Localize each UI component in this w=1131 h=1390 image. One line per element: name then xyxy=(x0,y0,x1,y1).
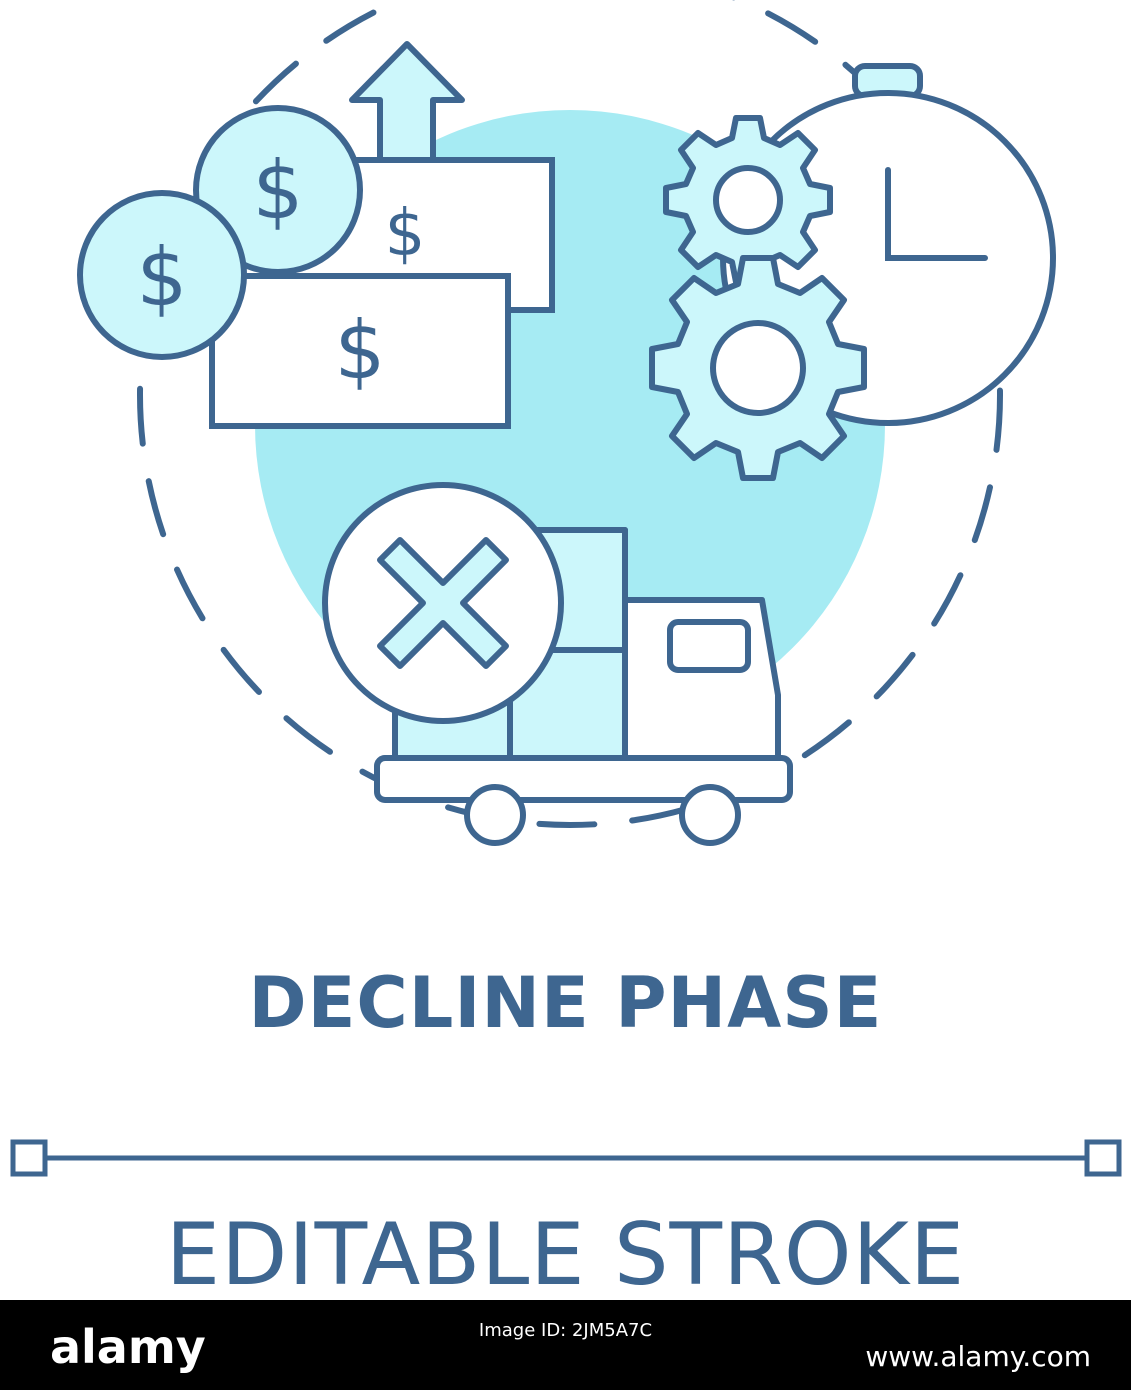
gear-icon xyxy=(649,255,867,481)
dollar-coin-icon xyxy=(77,190,247,360)
footer-bar xyxy=(0,1300,1131,1390)
dashed-ring xyxy=(137,0,1003,828)
arrow-up-icon xyxy=(349,41,465,163)
alamy-logo: alamy xyxy=(50,1320,206,1374)
image-id: Image ID: 2JM5A7C xyxy=(478,1320,653,1341)
svg-text:$: $ xyxy=(385,197,426,271)
gear-icon xyxy=(663,115,833,285)
editable-stroke-label: EDITABLE STROKE xyxy=(165,1205,966,1305)
svg-text:$: $ xyxy=(137,231,188,324)
decline-phase-illustration: $ $ $ $ xyxy=(77,0,1056,846)
svg-text:$: $ xyxy=(253,144,304,237)
banknote-icon xyxy=(209,273,511,429)
editable-stroke-line xyxy=(10,1139,1122,1177)
cross-circle-icon xyxy=(322,482,564,724)
title: DECLINE PHASE xyxy=(248,962,883,1044)
svg-text:$: $ xyxy=(335,304,386,397)
footer-url[interactable]: www.alamy.com xyxy=(865,1340,1091,1373)
dollar-coin-icon xyxy=(193,105,363,275)
